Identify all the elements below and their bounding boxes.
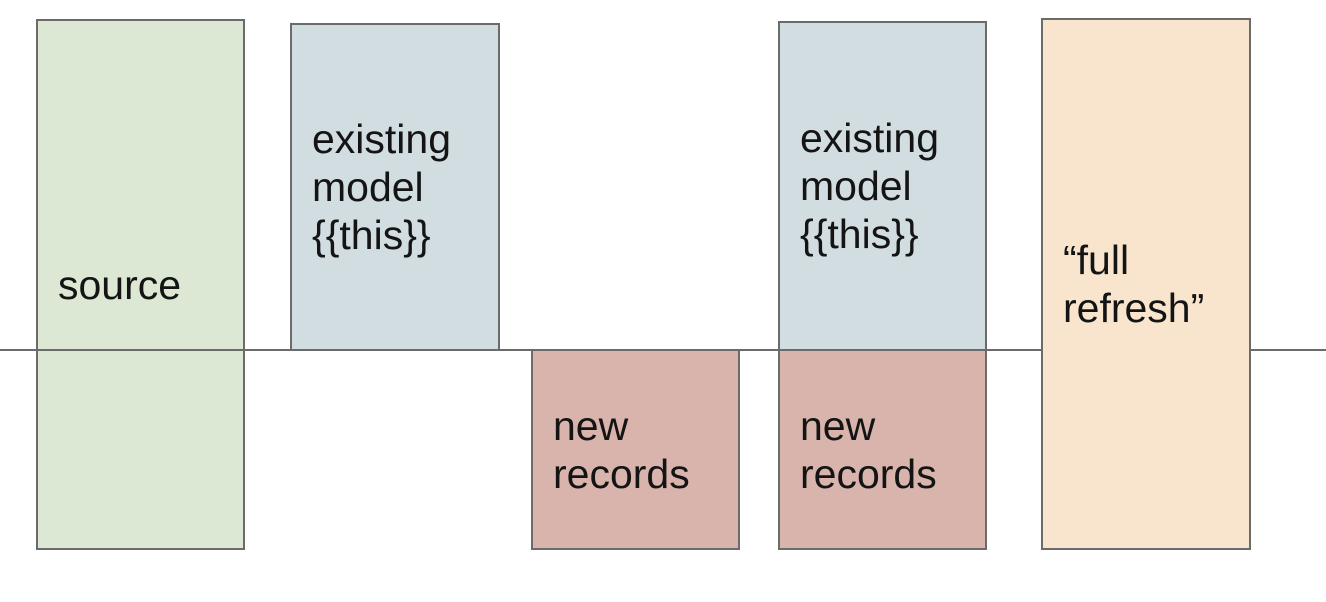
full-refresh-box-label: “full refresh” xyxy=(1063,237,1205,331)
full-refresh-box: “full refresh” xyxy=(1041,18,1251,550)
new-records-box-1-label: new records xyxy=(553,402,690,497)
new-records-box-2-label: new records xyxy=(800,402,937,497)
existing-model-box-1-label: existing model {{this}} xyxy=(312,116,452,258)
existing-model-box-2: existing model {{this}} xyxy=(778,21,987,351)
existing-model-box-1: existing model {{this}} xyxy=(290,23,500,351)
timeline-divider-line xyxy=(0,349,1326,351)
source-box-label: source xyxy=(58,261,182,308)
new-records-box-2: new records xyxy=(778,349,987,550)
source-box: source xyxy=(36,19,245,550)
new-records-box-1: new records xyxy=(531,349,740,550)
existing-model-box-2-label: existing model {{this}} xyxy=(800,115,940,257)
